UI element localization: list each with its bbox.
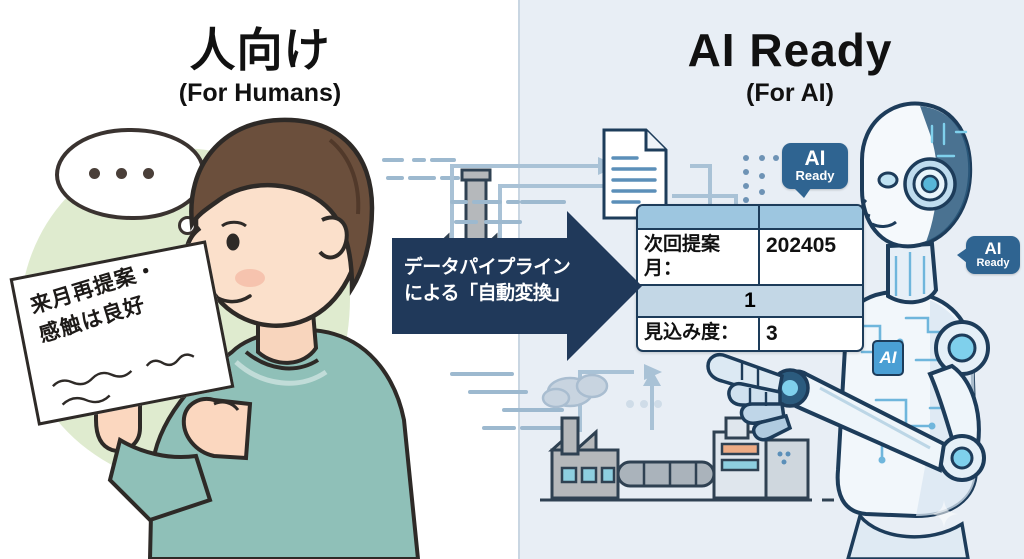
table-cell-value: 202405 — [758, 230, 862, 284]
table-cell-single: 1 — [744, 288, 756, 312]
table-cell-value: 3 — [758, 317, 862, 350]
smoke-icon — [541, 373, 609, 409]
factory-icon-bottom — [548, 416, 620, 500]
table-row[interactable]: 見込み度： 3 — [638, 315, 862, 350]
ai-badge-subtitle: Ready — [976, 257, 1010, 269]
right-title-main: AI Ready — [687, 24, 893, 76]
left-title-sub: (For Humans) — [178, 79, 342, 108]
table-row[interactable]: 次回提案月： 202405 — [638, 228, 862, 284]
table-header-label-cell — [638, 206, 758, 228]
table-cell-label: 次回提案月： — [644, 234, 721, 279]
ai-badge-title: AI — [804, 147, 826, 170]
thought-dot — [143, 168, 154, 179]
robot-figure — [706, 101, 990, 559]
ai-badge-tail — [957, 248, 967, 263]
left-title-main: 人向け — [189, 24, 331, 76]
right-title-sub: (For AI) — [746, 79, 834, 108]
document-icon — [602, 128, 668, 220]
note-squiggle-lines — [52, 353, 195, 406]
ai-ready-badge-top[interactable]: AI Ready — [782, 143, 848, 199]
thought-bubble-dots — [89, 168, 154, 179]
conveyor-icon — [616, 460, 716, 488]
ai-badge-tail — [794, 188, 811, 199]
robot-chest-ai-chip: AI — [872, 340, 904, 376]
right-title-block: AI Ready (For AI) — [640, 26, 940, 108]
thought-dot — [89, 168, 100, 179]
arrow-line-1: データパイプライン — [403, 257, 571, 278]
table-row[interactable]: 1 — [638, 283, 862, 316]
left-title-block: 人向け (For Humans) — [120, 26, 400, 108]
machine-icon — [712, 416, 810, 500]
arrow-line-2: による「自動変換」 — [404, 282, 570, 304]
sparkle-icon — [930, 500, 958, 528]
handwritten-note: 来月再提案・ 感触は良好 — [9, 240, 235, 426]
pipeline-arrow: データパイプライン による「自動変換」 — [392, 211, 642, 361]
ai-badge-title: AI — [984, 239, 1002, 258]
table-header-row — [638, 206, 862, 228]
ai-ready-badge-side[interactable]: AI Ready — [957, 236, 1020, 275]
ai-ready-data-table[interactable]: 次回提案月： 202405 1 見込み度： 3 — [636, 204, 864, 352]
ai-badge-subtitle: Ready — [795, 168, 835, 183]
table-header-value-cell — [758, 206, 862, 228]
table-cell-label: 見込み度： — [644, 321, 740, 343]
pipeline-arrow-text: データパイプライン による「自動変換」 — [398, 255, 576, 306]
thought-dot — [116, 168, 127, 179]
